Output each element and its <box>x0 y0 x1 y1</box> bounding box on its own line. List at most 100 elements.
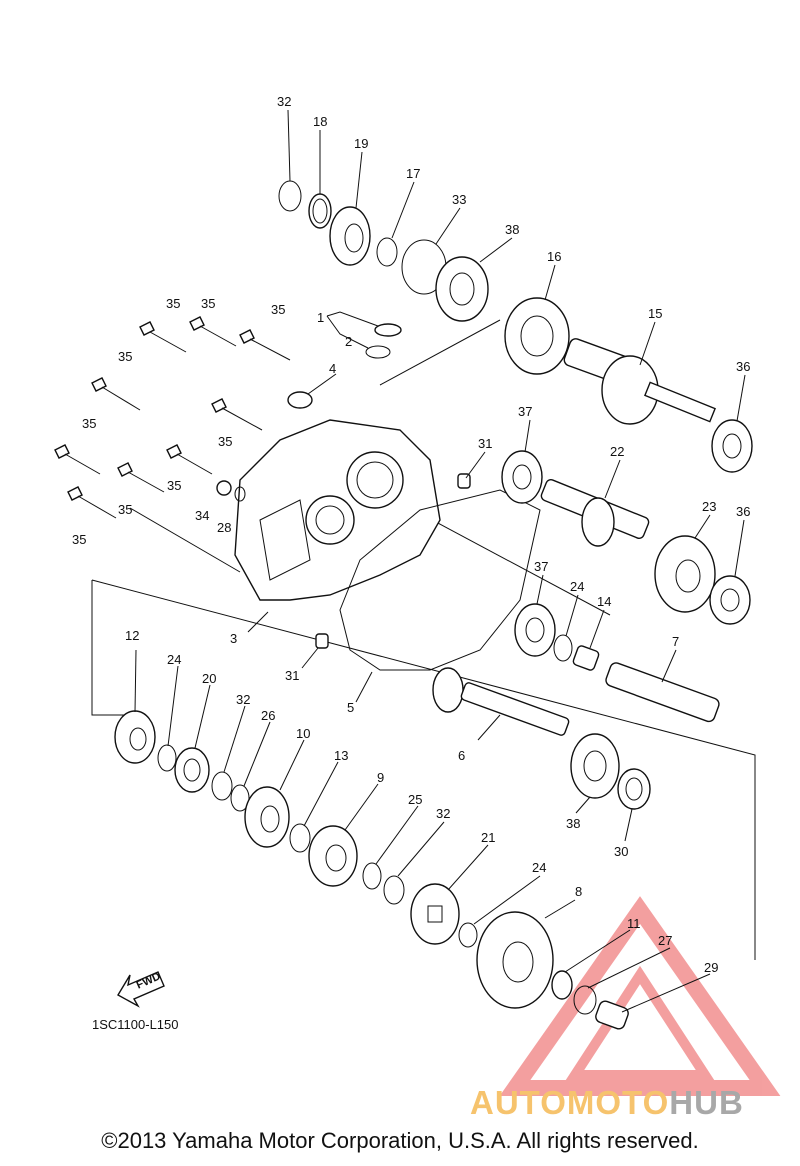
shaft-15 <box>563 338 716 425</box>
callout-28: 28 <box>217 520 231 535</box>
callout-35h: 35 <box>118 502 132 517</box>
callout-16: 16 <box>547 249 561 264</box>
ring-17 <box>376 237 398 267</box>
bearing-36-top <box>711 419 753 473</box>
frame-lines <box>91 319 756 960</box>
callout-24c: 24 <box>532 860 546 875</box>
callout-9: 9 <box>377 770 384 785</box>
callout-30: 30 <box>614 844 628 859</box>
callout-6: 6 <box>458 748 465 763</box>
gear-23 <box>654 535 716 613</box>
callout-13: 13 <box>334 748 348 763</box>
dowel-31-lower <box>315 633 329 649</box>
bolt <box>166 444 213 475</box>
washer-26 <box>230 784 250 812</box>
fwd-arrow-icon <box>117 971 165 1008</box>
callout-26: 26 <box>261 708 275 723</box>
callout-18: 18 <box>313 114 327 129</box>
callouts: 32 18 19 17 33 38 16 15 36 35 35 35 1 2 … <box>72 94 750 975</box>
callout-35b: 35 <box>201 296 215 311</box>
bolt <box>189 316 237 347</box>
bolt <box>117 462 165 493</box>
gear-16 <box>504 297 570 375</box>
copyright-notice: ©2013 Yamaha Motor Corporation, U.S.A. A… <box>101 1128 699 1153</box>
o-ring-2 <box>365 345 391 359</box>
callout-22: 22 <box>610 444 624 459</box>
bolts <box>54 316 291 519</box>
callout-35e: 35 <box>82 416 96 431</box>
callout-29: 29 <box>704 960 718 975</box>
collar-11 <box>551 970 573 1000</box>
gasket <box>339 489 541 671</box>
callout-3: 3 <box>230 631 237 646</box>
callout-31b: 31 <box>285 668 299 683</box>
callout-35g: 35 <box>167 478 181 493</box>
bolt <box>67 486 117 519</box>
diagram-code: 1SC1100-L150 <box>92 1017 179 1032</box>
circlip-32-mid <box>211 771 233 801</box>
gear-10 <box>244 786 290 848</box>
callout-36a: 36 <box>736 359 750 374</box>
seal-30 <box>617 768 651 810</box>
shaft-6 <box>432 667 570 736</box>
gear-9 <box>308 825 358 887</box>
callout-35a: 35 <box>166 296 180 311</box>
callout-35d: 35 <box>118 349 132 364</box>
gear-19 <box>329 206 371 266</box>
bolt <box>239 329 291 361</box>
washer-34 <box>216 480 232 496</box>
callout-1: 1 <box>317 310 324 325</box>
callout-17: 17 <box>406 166 420 181</box>
bushing-14 <box>572 645 600 671</box>
crankcase-cover <box>234 419 441 601</box>
washer-27 <box>573 985 597 1015</box>
plate-21 <box>410 883 460 945</box>
callout-2: 2 <box>345 334 352 349</box>
leader-lines <box>134 109 746 1013</box>
washer-24-low <box>458 922 478 948</box>
callout-5: 5 <box>347 700 354 715</box>
watermark-text-accent: HUB <box>669 1084 744 1121</box>
washer-28 <box>234 486 246 502</box>
gear-12 <box>114 710 156 764</box>
watermark-logo <box>499 896 781 1096</box>
circlip-32-low <box>383 875 405 905</box>
callout-38b: 38 <box>566 816 580 831</box>
callout-31a: 31 <box>478 436 492 451</box>
callout-32a: 32 <box>277 94 291 109</box>
bolt <box>91 377 141 411</box>
callout-7: 7 <box>672 634 679 649</box>
callout-21: 21 <box>481 830 495 845</box>
bearing-38-lower <box>570 733 620 799</box>
bearing-36-lower <box>709 575 751 625</box>
callout-37a: 37 <box>518 404 532 419</box>
washer-24-right <box>553 634 573 662</box>
callout-24a: 24 <box>570 579 584 594</box>
bearing-29 <box>595 1000 629 1030</box>
watermark-text: AUTOMOTOHUB <box>470 1084 744 1122</box>
seal-4 <box>287 391 313 409</box>
callout-4: 4 <box>329 361 336 376</box>
bearing-37-upper <box>501 450 543 504</box>
bushing-13 <box>289 823 311 853</box>
callout-34: 34 <box>195 508 209 523</box>
collar-20 <box>174 747 210 793</box>
shaft-7 <box>605 662 720 723</box>
callout-37b: 37 <box>534 559 548 574</box>
bearing-38-top <box>435 256 489 322</box>
circlip-32-top <box>278 180 302 212</box>
callout-24b: 24 <box>167 652 181 667</box>
bearing-37-lower <box>514 603 556 657</box>
callout-33: 33 <box>452 192 466 207</box>
dowel-31-upper <box>457 473 471 489</box>
watermark-text-main: AUTOMOTO <box>470 1084 670 1121</box>
callout-8: 8 <box>575 884 582 899</box>
bolt <box>211 398 263 431</box>
callout-19: 19 <box>354 136 368 151</box>
callout-11: 11 <box>627 916 641 931</box>
washer-18 <box>308 193 332 229</box>
callout-15: 15 <box>648 306 662 321</box>
callout-32c: 32 <box>436 806 450 821</box>
callout-35i: 35 <box>72 532 86 547</box>
